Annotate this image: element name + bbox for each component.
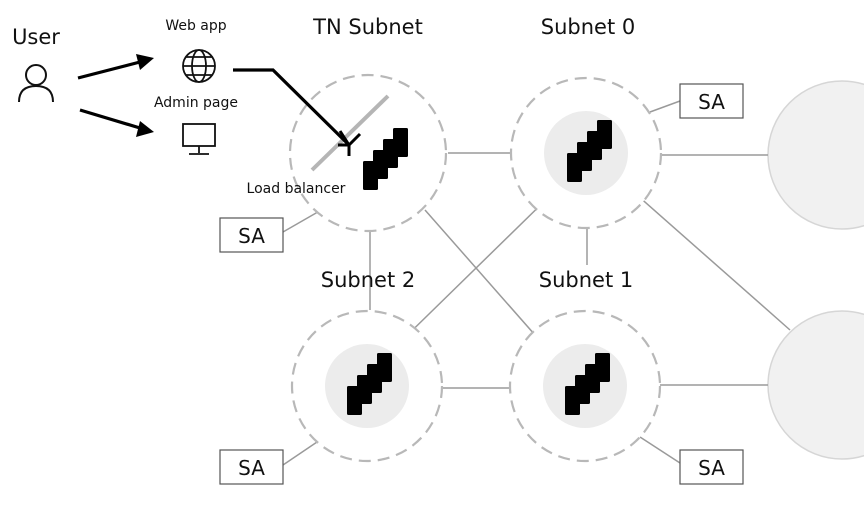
subnet-0 [509, 76, 663, 230]
sa-box-tn: SA [219, 217, 284, 253]
subnet-0-title: Subnet 0 [541, 15, 635, 39]
user-arrows [77, 54, 154, 137]
arrow-user-web [77, 60, 141, 80]
monitor-icon [182, 123, 216, 155]
subnet-1-title: Subnet 1 [539, 268, 633, 292]
load-balancer-label: Load balancer [247, 181, 346, 197]
admin-page-label: Admin page [154, 95, 238, 111]
external-region-bottom [767, 310, 864, 460]
arrowhead-icon [136, 54, 154, 70]
user-icon [18, 64, 54, 103]
subnet-2-title: Subnet 2 [321, 268, 415, 292]
tn-subnet-ring [288, 73, 448, 233]
globe-icon [182, 49, 216, 83]
user: User [12, 25, 60, 103]
tn-subnet [288, 73, 448, 233]
load-balancer-line [310, 94, 390, 172]
web-to-lb-arrow [233, 68, 362, 156]
subnet-1 [508, 309, 662, 463]
external-region-top [767, 80, 864, 230]
tn-subnet-title: TN Subnet [312, 15, 423, 39]
sa-box-s0: SA [679, 83, 744, 119]
arrow-user-admin [79, 108, 141, 130]
link-sa-s2 [282, 439, 321, 466]
sa-label-s0: SA [698, 90, 725, 114]
sa-box-s1: SA [679, 449, 744, 485]
user-label: User [12, 25, 60, 49]
sa-label-s2: SA [238, 456, 265, 480]
subnet-2 [290, 309, 444, 463]
sa-box-s2: SA [219, 449, 284, 485]
link-s0-ext-bottom [619, 179, 791, 331]
sa-label-tn: SA [238, 224, 265, 248]
arrowhead-icon [338, 130, 362, 156]
link-sa-s0 [649, 100, 681, 113]
sa-label-s1: SA [698, 456, 725, 480]
arrowhead-icon [136, 121, 154, 137]
web-app-label: Web app [165, 18, 226, 34]
link-sa-s1 [639, 436, 681, 464]
